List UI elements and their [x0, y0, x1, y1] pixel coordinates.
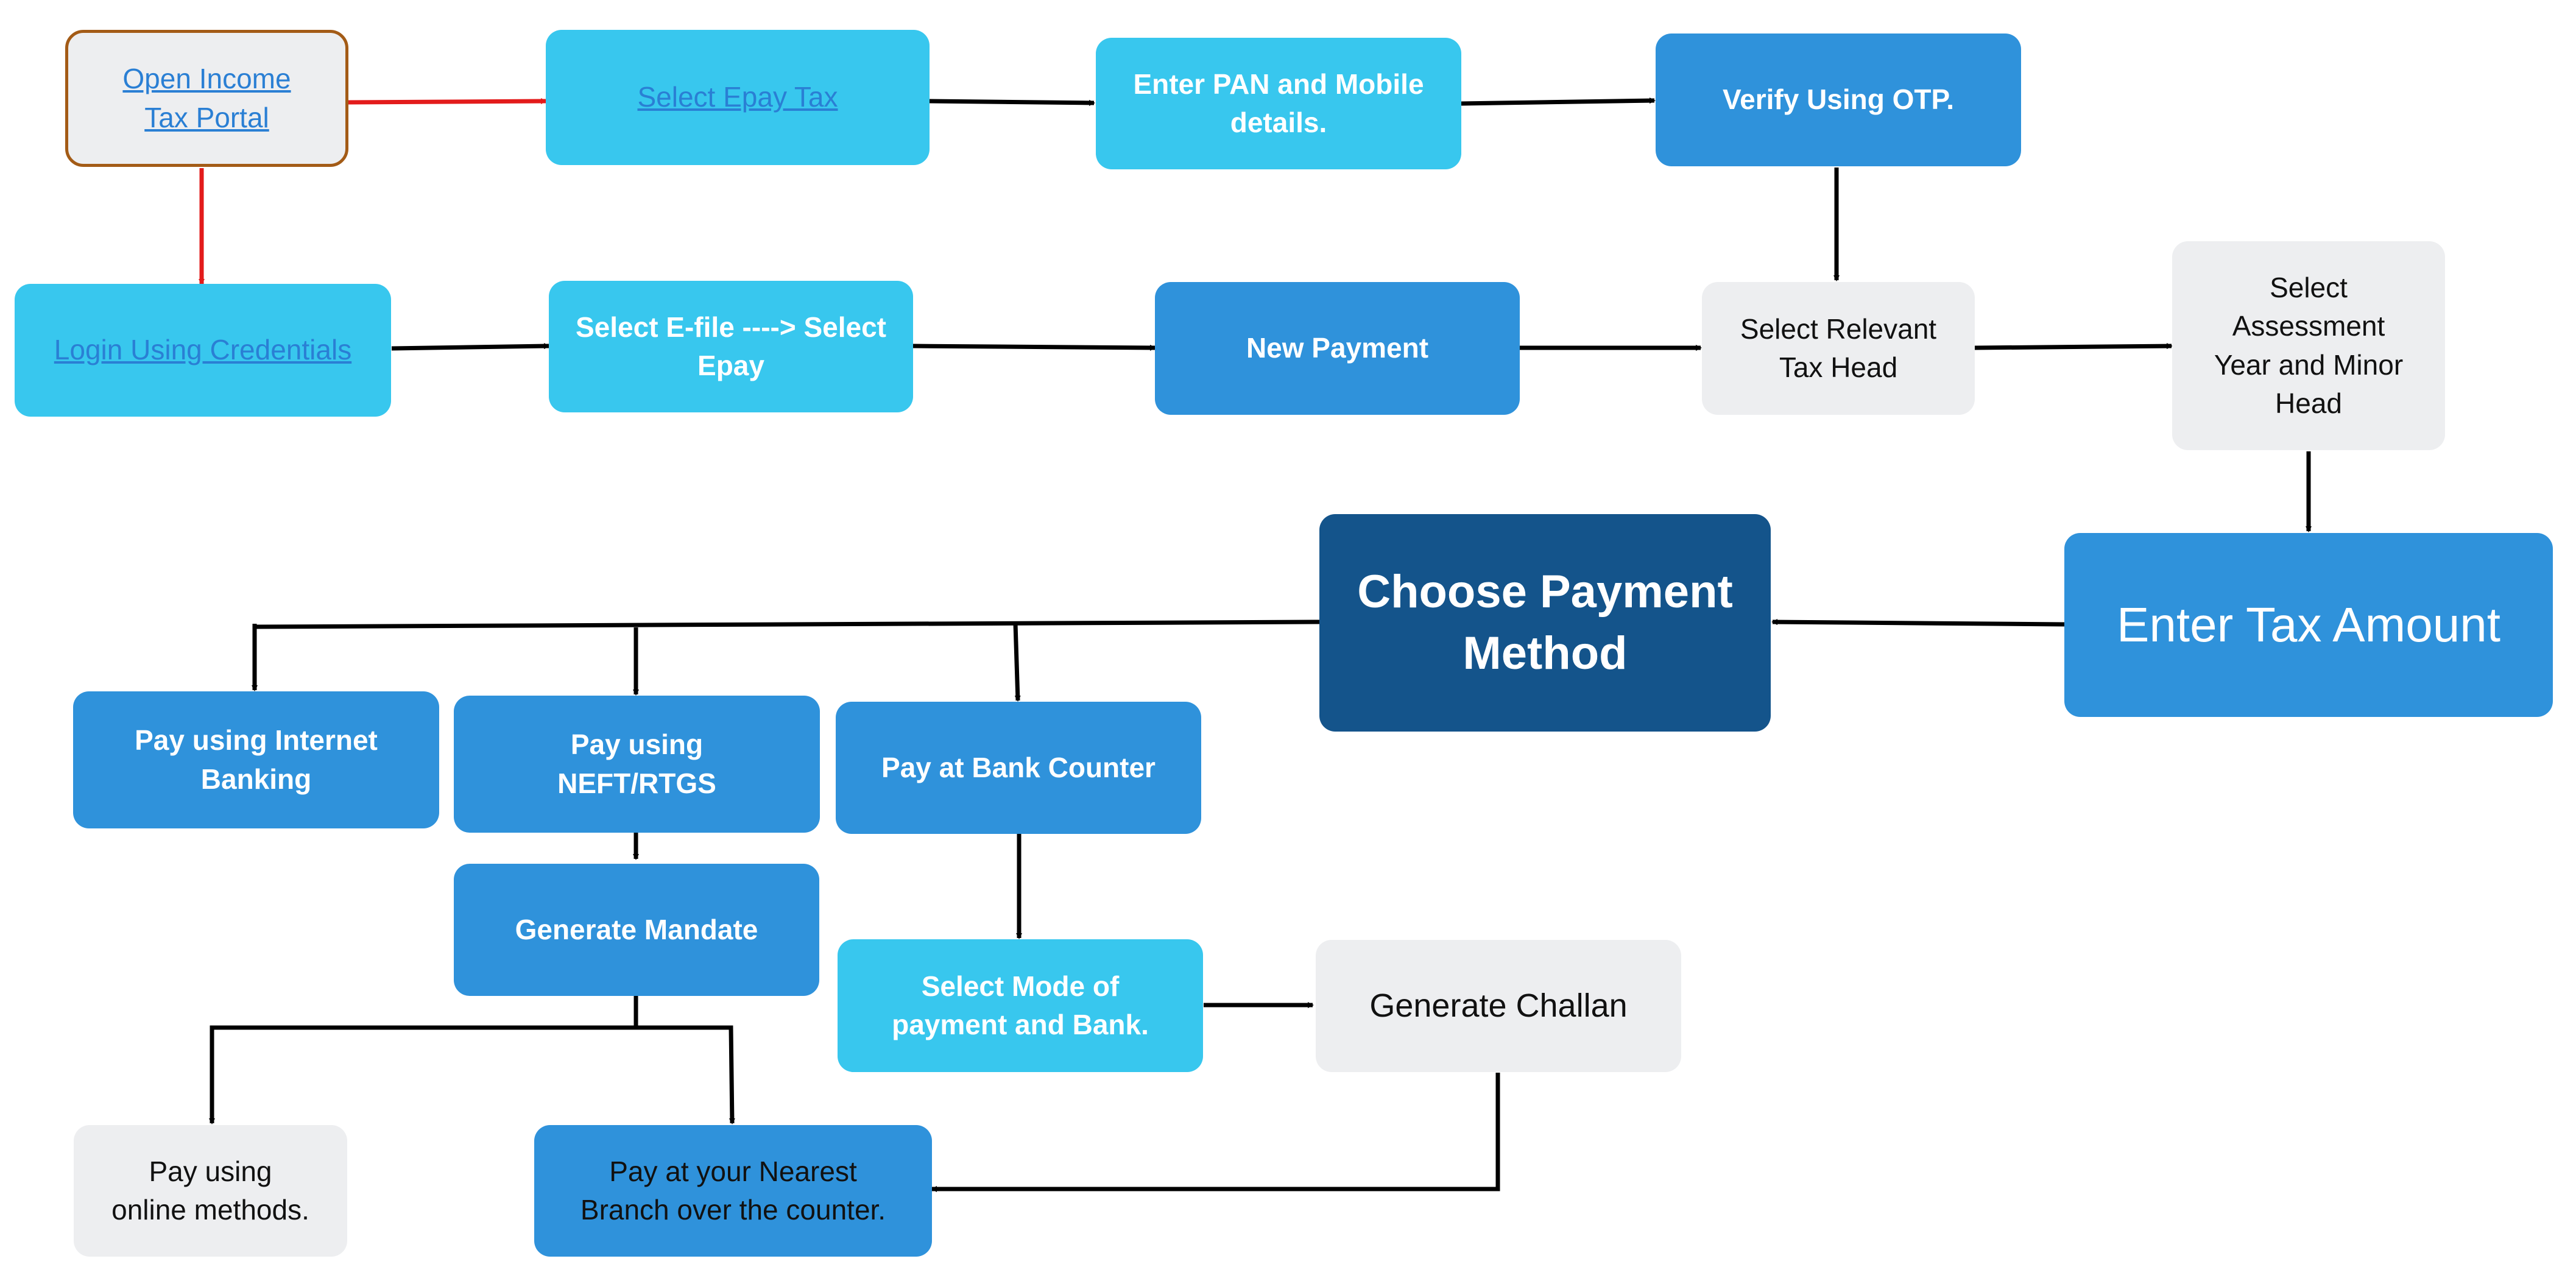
verify-otp-label: Verify Using OTP. [1722, 83, 1955, 116]
arrow-to-bank-counter [1013, 623, 1021, 702]
pay-bank-counter: Pay at Bank Counter [836, 702, 1201, 834]
arrow-open-to-epay-tax [348, 98, 547, 105]
choose-payment-method: Choose Payment Method [1319, 514, 1771, 732]
arrow-challan-to-branch [931, 1073, 1500, 1192]
mandate-to-branch-arrow [636, 1025, 735, 1124]
mandate-branch [209, 996, 638, 1124]
select-assessment-year: Select Assessment Year and Minor Head [2172, 241, 2445, 450]
select-epay-tax-link[interactable]: Select Epay Tax [637, 81, 838, 113]
open-income-tax-portal-link[interactable]: Open Income Tax Portal [122, 63, 291, 133]
arrow-login-to-efile [391, 343, 550, 351]
login-using-credentials[interactable]: Login Using Credentials [15, 284, 391, 417]
pay-online-methods-label: Pay using online methods. [111, 1155, 309, 1226]
new-payment-label: New Payment [1246, 332, 1429, 364]
arrow-relevant-head-to-assessment [1974, 343, 2173, 350]
verify-otp: Verify Using OTP. [1656, 34, 2021, 166]
generate-challan: Generate Challan [1316, 940, 1681, 1072]
login-using-credentials-link[interactable]: Login Using Credentials [54, 334, 352, 366]
pay-nearest-branch: Pay at your Nearest Branch over the coun… [534, 1125, 932, 1257]
branch-line [254, 619, 1320, 629]
select-efile-epay-label: Select E-file ----> Select Epay [576, 311, 886, 381]
select-assessment-year-label: Select Assessment Year and Minor Head [2214, 271, 2404, 419]
pay-online-methods: Pay using online methods. [74, 1125, 347, 1257]
generate-mandate-label: Generate Mandate [515, 913, 758, 945]
generate-challan-label: Generate Challan [1369, 987, 1628, 1025]
new-payment: New Payment [1155, 282, 1520, 415]
enter-pan-mobile: Enter PAN and Mobile details. [1096, 38, 1461, 169]
generate-mandate: Generate Mandate [454, 864, 819, 996]
select-relevant-tax-head: Select Relevant Tax Head [1702, 282, 1975, 415]
select-epay-tax[interactable]: Select Epay Tax [546, 30, 930, 165]
open-income-tax-portal[interactable]: Open Income Tax Portal [65, 30, 348, 167]
pay-neft-rtgs-label: Pay using NEFT/RTGS [557, 729, 716, 799]
pay-internet-banking: Pay using Internet Banking [73, 691, 439, 828]
arrow-epay-tax-to-pan [929, 99, 1095, 106]
pay-internet-banking-label: Pay using Internet Banking [135, 724, 378, 795]
pay-bank-counter-label: Pay at Bank Counter [881, 751, 1156, 783]
choose-payment-method-label: Choose Payment Method [1357, 566, 1733, 679]
pay-nearest-branch-label: Pay at your Nearest Branch over the coun… [580, 1155, 886, 1226]
pay-neft-rtgs: Pay using NEFT/RTGS [454, 696, 820, 833]
arrow-amount-to-choose [1771, 619, 2065, 627]
enter-tax-amount-label: Enter Tax Amount [2117, 597, 2500, 652]
select-efile-epay: Select E-file ----> Select Epay [549, 281, 913, 412]
arrow-pan-to-otp [1461, 97, 1656, 106]
select-relevant-tax-head-label: Select Relevant Tax Head [1740, 312, 1937, 383]
arrow-efile-to-new-payment [912, 344, 1156, 351]
select-mode-payment-bank: Select Mode of payment and Bank. [838, 939, 1203, 1072]
enter-tax-amount: Enter Tax Amount [2064, 533, 2553, 717]
enter-pan-mobile-label: Enter PAN and Mobile details. [1133, 68, 1424, 138]
select-mode-payment-bank-label: Select Mode of payment and Bank. [892, 970, 1149, 1040]
